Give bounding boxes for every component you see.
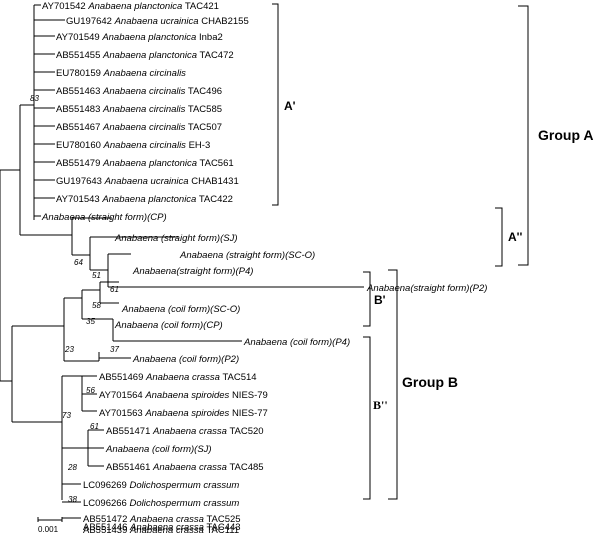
taxon-label: AY701549 Anabaena planctonica Inba2 (56, 32, 223, 43)
taxon-label: AB551455 Anabaena planctonica TAC472 (56, 50, 234, 61)
taxon-labels: AY701542 Anabaena planctonica TAC421 GU1… (41, 1, 487, 534)
taxon-label: Anabaena (straight form)(CP) (41, 212, 167, 223)
bracket-b-prime (363, 271, 371, 327)
taxon-label: AY701543 Anabaena planctonica TAC422 (56, 194, 233, 205)
bootstrap-value: 37 (110, 345, 119, 354)
taxon-label: AB551483 Anabaena circinalis TAC585 (56, 104, 222, 115)
bootstrap-labels: 83 64 51 61 58 35 37 23 56 73 61 28 38 (30, 94, 119, 504)
subgroup-label-b-prime: B' (374, 293, 386, 307)
group-label-b: Group B (402, 374, 458, 390)
bootstrap-value: 35 (86, 317, 95, 326)
taxon-label: GU197643 Anabaena ucrainica CHAB1431 (56, 176, 239, 187)
taxon-label: AY701542 Anabaena planctonica TAC421 (42, 1, 219, 12)
bracket-b-double-prime (363, 336, 371, 500)
taxon-label: AB551469 Anabaena crassa TAC514 (99, 372, 257, 383)
bootstrap-value: 23 (64, 345, 74, 354)
taxon-label: AB551446 Anabaena crassa TAC443 (83, 522, 241, 533)
scale-bar-label: 0.001 (38, 525, 59, 534)
tree-branches (0, 4, 364, 519)
clade-brackets: A' A'' Group A B' B'' Group B (272, 3, 593, 500)
taxon-label: Anabaena (coil form)(SC-O) (121, 304, 240, 315)
taxon-label: AB551461 Anabaena crassa TAC485 (106, 462, 264, 473)
bootstrap-value: 83 (30, 94, 39, 103)
scale-bar: 0.001 (37, 517, 63, 534)
taxon-label: GU197642 Anabaena ucrainica CHAB2155 (66, 16, 249, 27)
taxon-label: AB551463 Anabaena circinalis TAC496 (56, 86, 222, 97)
bootstrap-value: 73 (62, 411, 71, 420)
taxon-label: Anabaena(straight form)(P4) (132, 266, 253, 277)
taxon-label: AB551467 Anabaena circinalis TAC507 (56, 122, 222, 133)
subgroup-label-a-double-prime: A'' (508, 230, 523, 244)
bracket-a-prime (272, 3, 279, 206)
taxon-label: AB551479 Anabaena planctonica TAC561 (56, 158, 234, 169)
taxon-label: LC096269 Dolichospermum crassum (83, 480, 239, 491)
bootstrap-value: 51 (92, 271, 101, 280)
taxon-label: Anabaena (coil form)(SJ) (105, 444, 212, 455)
taxon-label: LC096266 Dolichospermum crassum (83, 498, 239, 509)
subgroup-label-a-prime: A' (284, 99, 296, 113)
taxon-label: Anabaena (coil form)(P4) (243, 337, 350, 348)
bootstrap-value: 64 (74, 258, 83, 267)
bootstrap-value: 58 (92, 301, 101, 310)
taxon-label: AB551472 Anabaena crassa TAC525 (83, 514, 241, 525)
taxon-label: EU780159 Anabaena circinalis (56, 68, 186, 79)
taxon-label: AB551439 Anabaena crassa TAC111 (83, 525, 239, 534)
bracket-group-a (518, 5, 529, 266)
bracket-a-double-prime (495, 207, 503, 267)
bracket-group-b (388, 269, 398, 500)
scale-bar-line (37, 517, 63, 522)
taxon-label: Anabaena (coil form)(CP) (114, 320, 223, 331)
group-label-a: Group A (538, 127, 593, 143)
bootstrap-value: 61 (90, 422, 99, 431)
taxon-label: AY701563 Anabaena spiroides NIES-77 (99, 408, 268, 419)
bootstrap-value: 38 (68, 495, 77, 504)
bootstrap-value: 28 (67, 463, 77, 472)
taxon-label: Anabaena (straight form)(SC-O) (179, 250, 315, 261)
bootstrap-value: 61 (110, 285, 119, 294)
taxon-label: AB551471 Anabaena crassa TAC520 (106, 426, 264, 437)
taxon-label: Anabaena(straight form)(P2) (366, 283, 487, 294)
taxon-label: Anabaena (straight form)(SJ) (114, 233, 238, 244)
taxon-label: AY701564 Anabaena spiroides NIES-79 (99, 390, 268, 401)
bootstrap-value: 56 (86, 386, 95, 395)
taxon-label: EU780160 Anabaena circinalis EH-3 (56, 140, 210, 151)
taxon-label: Anabaena (coil form)(P2) (132, 354, 239, 365)
subgroup-label-b-double-prime: B'' (373, 398, 388, 412)
